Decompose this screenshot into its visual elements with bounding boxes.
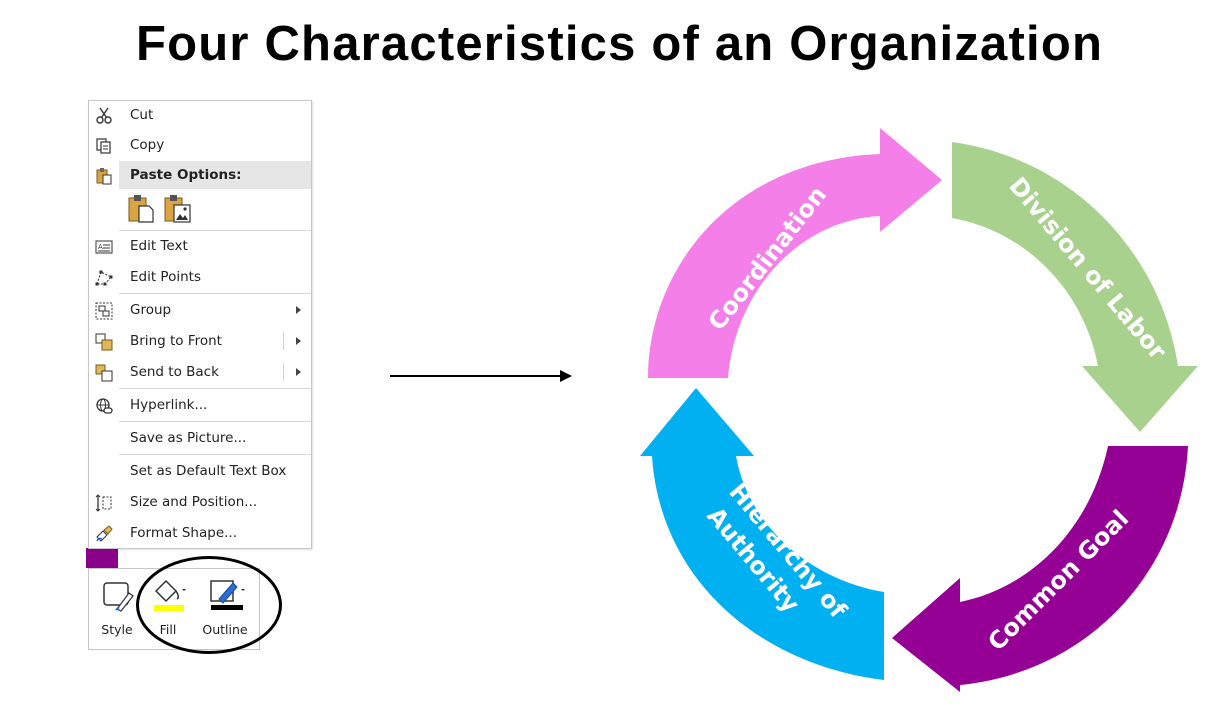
bring-to-front-icon: [94, 332, 114, 352]
scissors-icon: [94, 106, 114, 126]
format-shape-icon: [94, 524, 114, 544]
size-position-icon: [94, 493, 114, 513]
submenu-arrow-icon: [296, 306, 301, 314]
menu-item-label: Format Shape...: [130, 525, 238, 541]
pointer-arrow-head: [560, 370, 572, 382]
page-title: Four Characteristics of an Organization: [136, 17, 1104, 71]
menu-item-label: Bring to Front: [130, 333, 222, 349]
menu-separator: [119, 293, 311, 294]
shape-remnant: [86, 548, 118, 568]
cycle-segment-common-goal: [892, 446, 1188, 692]
menu-item-label: Group: [130, 302, 172, 318]
cycle-diagram: Coordination Division of Labor Common Go…: [640, 128, 1198, 692]
menu-item-paste-options-icon-cell: [89, 161, 311, 189]
highlight-ellipse: [136, 556, 282, 654]
context-menu: Cut Copy Paste Options: A Edit Text Edit…: [88, 100, 312, 549]
menu-item-label: Cut: [130, 107, 154, 123]
menu-item-label: Copy: [130, 137, 165, 153]
menu-item-edit-text[interactable]: A Edit Text: [89, 232, 311, 260]
pointer-arrow-line: [390, 375, 566, 377]
menu-item-set-default-text-box[interactable]: Set as Default Text Box: [89, 457, 311, 485]
menu-item-hyperlink[interactable]: Hyperlink...: [89, 391, 311, 419]
paste-clipboard-icon: [128, 195, 154, 223]
hyperlink-icon: [94, 396, 114, 416]
menu-separator: [119, 421, 311, 422]
cycle-segment-coordination: [648, 128, 942, 378]
svg-text:A: A: [98, 243, 103, 251]
menu-separator: [119, 230, 311, 231]
menu-item-copy[interactable]: Copy: [89, 131, 311, 159]
menu-item-label: Paste Options:: [130, 167, 242, 183]
submenu-arrow-icon[interactable]: [296, 337, 301, 345]
menu-item-label: Save as Picture...: [130, 430, 247, 446]
menu-separator: [119, 388, 311, 389]
split-divider: [283, 363, 284, 381]
group-icon: [94, 301, 114, 321]
menu-item-save-as-picture[interactable]: Save as Picture...: [89, 424, 311, 452]
menu-separator: [119, 454, 311, 455]
paste-picture-button[interactable]: [163, 194, 193, 224]
style-label: Style: [101, 622, 133, 637]
cycle-segment-hierarchy-of-authority: [640, 388, 884, 680]
menu-item-label: Hyperlink...: [130, 397, 208, 413]
menu-item-label: Size and Position...: [130, 494, 258, 510]
menu-item-bring-to-front[interactable]: Bring to Front: [89, 327, 311, 355]
menu-item-label: Set as Default Text Box: [130, 463, 287, 479]
edit-points-icon: [94, 268, 114, 288]
menu-item-edit-points[interactable]: Edit Points: [89, 263, 311, 291]
menu-item-group[interactable]: Group: [89, 296, 311, 324]
cycle-label-division-of-labor: Division of Labor: [1003, 172, 1172, 365]
submenu-arrow-icon[interactable]: [296, 368, 301, 376]
send-to-back-icon: [94, 363, 114, 383]
cycle-segment-division-of-labor: [952, 142, 1198, 432]
split-divider: [283, 332, 284, 350]
menu-item-format-shape[interactable]: Format Shape...: [89, 519, 311, 547]
paste-icon: [94, 166, 114, 186]
menu-item-size-and-position[interactable]: Size and Position...: [89, 488, 311, 516]
menu-item-label: Edit Points: [130, 269, 201, 285]
style-button[interactable]: Style: [95, 575, 139, 645]
paste-options-header: Paste Options:: [119, 161, 311, 189]
menu-item-send-to-back[interactable]: Send to Back: [89, 358, 311, 386]
menu-item-cut[interactable]: Cut: [89, 101, 311, 129]
menu-item-label: Send to Back: [130, 364, 219, 380]
paste-picture-icon: [164, 195, 191, 223]
menu-item-label: Edit Text: [130, 238, 188, 254]
copy-icon: [94, 136, 114, 156]
edit-text-icon: A: [94, 237, 114, 257]
paste-keep-source-button[interactable]: [127, 194, 155, 224]
style-icon: [103, 582, 134, 612]
